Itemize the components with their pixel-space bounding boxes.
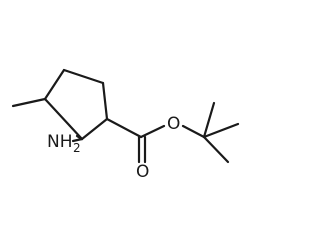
amine-label: NH 2 bbox=[47, 132, 81, 155]
ring-bond-right bbox=[101, 81, 109, 121]
methyl-bond bbox=[11, 97, 47, 108]
tbutyl-methyl-right bbox=[202, 122, 240, 139]
amine-bond-lower bbox=[71, 137, 84, 143]
ring-to-carbonyl-bond bbox=[105, 117, 143, 139]
amine-subscript: 2 bbox=[73, 141, 81, 155]
amine-symbol: NH bbox=[47, 132, 73, 152]
molecule-diagram: NH 2 O O bbox=[11, 68, 240, 182]
oxygen-to-tbutyl-bond bbox=[181, 124, 206, 139]
tbutyl-methyl-up bbox=[202, 101, 216, 139]
structure-canvas: NH 2 O O bbox=[11, 68, 240, 182]
ring-bond-upper-left bbox=[43, 68, 66, 101]
ester-oxygen-bond bbox=[139, 124, 166, 139]
carbonyl-oxygen-label: O bbox=[136, 162, 149, 182]
ring-bond-bottom bbox=[80, 117, 109, 141]
ester-oxygen-label: O bbox=[167, 114, 180, 134]
ring-bond-top bbox=[62, 68, 105, 85]
ring-bond-lower-left bbox=[43, 97, 84, 141]
tbutyl-methyl-down bbox=[202, 135, 230, 164]
